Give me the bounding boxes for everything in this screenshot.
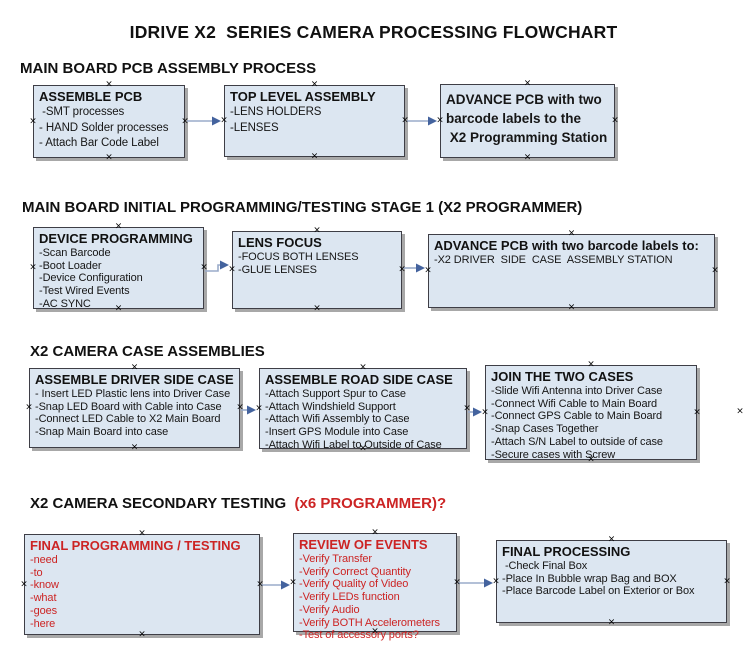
- box-item: -Place Barcode Label on Exterior or Box: [502, 585, 695, 598]
- flow-arrowhead-icon: [473, 407, 482, 417]
- box-item: -what: [30, 592, 57, 605]
- box-item: -Attach S/N Label to outside of case: [491, 435, 663, 448]
- section-header-suffix: (x6 PROGRAMMER)?: [290, 495, 447, 512]
- box-title: LENS FOCUS: [238, 235, 322, 250]
- box-item: -Boot Loader: [39, 259, 102, 272]
- box-item: ADVANCE PCB with two: [446, 92, 602, 107]
- box-item: -Attach Wifi Label to Outside of Case: [265, 438, 442, 451]
- box-item: -goes: [30, 604, 58, 617]
- box-item: -GLUE LENSES: [238, 263, 317, 276]
- flow-arrowhead-icon: [281, 580, 290, 590]
- flow-arrowhead-icon: [428, 116, 437, 126]
- section-header-text: X2 CAMERA SECONDARY TESTING: [30, 495, 291, 512]
- box-item: - Attach Bar Code Label: [39, 137, 159, 149]
- flow-box: LENS FOCUS-FOCUS BOTH LENSES-GLUE LENSES: [232, 231, 402, 309]
- flow-box: JOIN THE TWO CASES-Slide Wifi Antenna in…: [485, 365, 697, 461]
- box-item: -Snap LED Board with Cable into Case: [35, 400, 222, 413]
- box-item: -Insert GPS Module into Case: [265, 426, 409, 439]
- section-header-text: MAIN BOARD PCB ASSEMBLY PROCESS: [20, 60, 317, 77]
- flow-box: ADVANCE PCB with two barcode labels to:-…: [428, 234, 715, 308]
- box-item: -Attach Support Spur to Case: [265, 388, 406, 400]
- box-item: -Device Configuration: [39, 272, 143, 285]
- section-header-text: X2 CAMERA CASE ASSEMBLIES: [30, 343, 265, 360]
- flow-box: FINAL PROGRAMMING / TESTING-need-to-know…: [24, 534, 260, 635]
- box-item: -X2 DRIVER SIDE CASE ASSEMBLY STATION: [434, 254, 673, 266]
- box-item: -Test of accessory ports?: [299, 629, 419, 642]
- section-header-case-assemblies: X2 CAMERA CASE ASSEMBLIES: [30, 343, 265, 360]
- flow-arrowhead-icon: [220, 260, 229, 270]
- box-item: -Slide Wifi Antenna into Driver Case: [491, 385, 663, 397]
- box-item: -to: [30, 566, 43, 579]
- box-title: ASSEMBLE ROAD SIDE CASE: [265, 372, 453, 387]
- box-item: -Scan Barcode: [39, 247, 111, 259]
- box-item: - Insert LED Plastic lens into Driver Ca…: [35, 388, 231, 400]
- box-title: TOP LEVEL ASSEMBLY: [230, 89, 376, 104]
- box-item: -Verify Correct Quantity: [299, 565, 411, 578]
- page-title: IDRIVE X2 SERIES CAMERA PROCESSING FLOWC…: [129, 22, 618, 42]
- box-item: - HAND Solder processes: [39, 121, 169, 134]
- flow-box: REVIEW OF EVENTS-Verify Transfer-Verify …: [293, 533, 457, 641]
- box-title: FINAL PROCESSING: [502, 544, 631, 559]
- section-header-initial-programming: MAIN BOARD INITIAL PROGRAMMING/TESTING S…: [22, 199, 582, 216]
- box-item: -know: [30, 579, 59, 592]
- section-header-secondary-testing: X2 CAMERA SECONDARY TESTING (x6 PROGRAMM…: [30, 495, 446, 512]
- flow-box: ADVANCE PCB with two barcode labels to th…: [440, 84, 615, 158]
- box-item: -Test Wired Events: [39, 285, 130, 298]
- box-item: -Connect GPS Cable to Main Board: [491, 410, 663, 423]
- flow-arrowhead-icon: [247, 405, 256, 415]
- box-item: -Place In Bubble wrap Bag and BOX: [502, 572, 677, 585]
- section-header-pcb-assembly: MAIN BOARD PCB ASSEMBLY PROCESS: [20, 60, 316, 77]
- box-item: -LENS HOLDERS: [230, 106, 322, 118]
- box-item: -AC SYNC: [39, 297, 91, 310]
- box-item: -Snap Cases Together: [491, 423, 599, 436]
- box-item: -Connect LED Cable to X2 Main Board: [35, 413, 221, 426]
- box-item: -Verify BOTH Accelerometers: [299, 616, 440, 629]
- box-title: DEVICE PROGRAMMING: [39, 231, 193, 246]
- box-item: -LENSES: [230, 121, 279, 134]
- box-item: -Verify Quality of Video: [299, 578, 409, 591]
- box-item: -need: [30, 554, 58, 566]
- box-item: barcode labels to the: [446, 111, 582, 126]
- box-title: REVIEW OF EVENTS: [299, 537, 428, 552]
- box-item: -Attach Windshield Support: [265, 400, 396, 413]
- box-item: -SMT processes: [39, 106, 125, 118]
- box-item: -FOCUS BOTH LENSES: [238, 251, 359, 263]
- flow-arrow-line: [205, 264, 221, 272]
- box-item: X2 Programming Station: [446, 130, 608, 145]
- box-title: ASSEMBLE PCB: [39, 89, 143, 104]
- flow-arrowhead-icon: [212, 116, 221, 126]
- flow-box: DEVICE PROGRAMMING-Scan Barcode-Boot Loa…: [33, 227, 204, 310]
- box-title: ADVANCE PCB with two barcode labels to:: [434, 238, 699, 253]
- box-item: -Attach Wifi Assembly to Case: [265, 413, 410, 426]
- flow-box: ASSEMBLE DRIVER SIDE CASE- Insert LED Pl…: [29, 368, 240, 448]
- box-item: -Secure cases with Screw: [491, 448, 616, 461]
- box-item: -Connect Wifi Cable to Main Board: [491, 397, 658, 410]
- box-item: -Verify Transfer: [299, 553, 372, 565]
- box-item: -Snap Main Board into case: [35, 426, 169, 439]
- flow-arrowhead-icon: [484, 578, 493, 588]
- flow-box: FINAL PROCESSING -Check Final Box-Place …: [496, 540, 727, 623]
- flow-box: ASSEMBLE ROAD SIDE CASE-Attach Support S…: [259, 368, 467, 451]
- box-item: -Verify Audio: [299, 603, 360, 616]
- flow-box: TOP LEVEL ASSEMBLY -LENS HOLDERS -LENSES: [224, 85, 405, 157]
- flow-arrowhead-icon: [416, 263, 425, 273]
- section-header-text: MAIN BOARD INITIAL PROGRAMMING/TESTING S…: [22, 199, 583, 216]
- flow-box: ASSEMBLE PCB -SMT processes - HAND Solder…: [33, 85, 185, 158]
- box-title: FINAL PROGRAMMING / TESTING: [30, 538, 241, 553]
- box-item: -Check Final Box: [502, 560, 588, 572]
- box-item: -Verify LEDs function: [299, 591, 400, 604]
- box-title: ASSEMBLE DRIVER SIDE CASE: [35, 372, 234, 387]
- box-item: -here: [30, 617, 56, 630]
- box-title: JOIN THE TWO CASES: [491, 369, 634, 384]
